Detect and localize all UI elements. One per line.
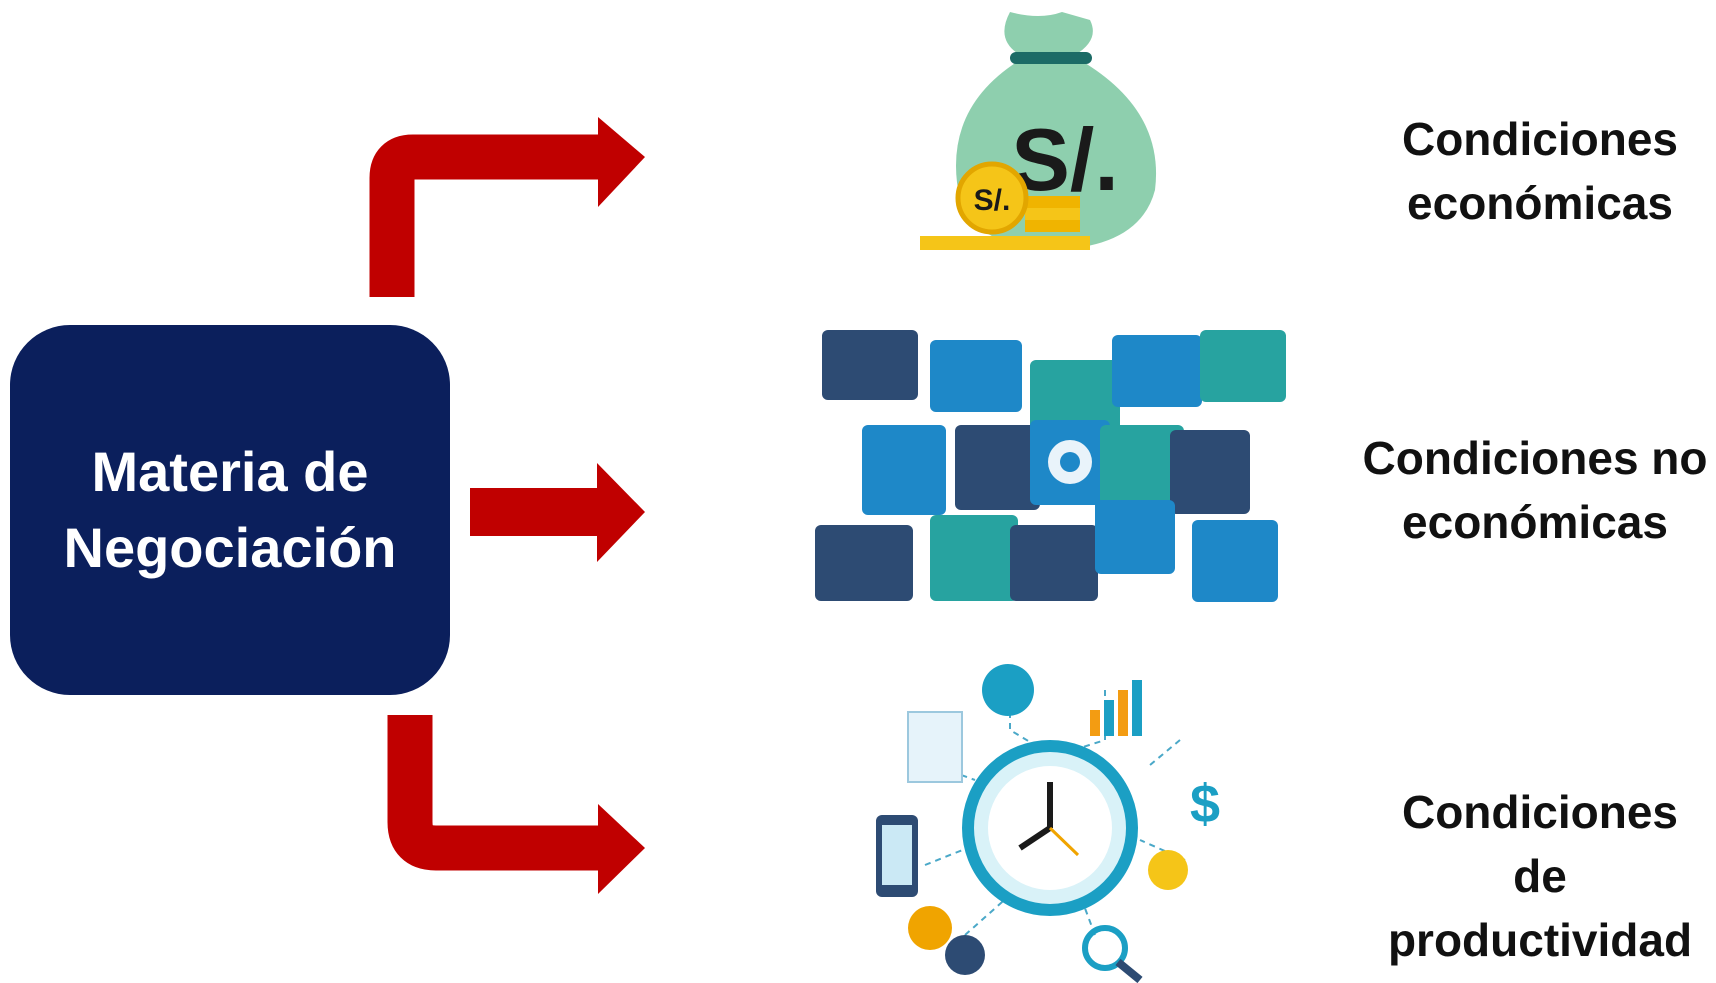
svg-text:$: $ [1190,774,1220,834]
label-productivity: Condiciones de productividad [1387,786,1693,966]
puzzle-icons-icon [815,330,1286,602]
money-bag-icon: S/. S/. [920,12,1157,250]
productivity-clock-icon: $ [876,664,1220,983]
main-node-label: Materia de Negociación [63,440,397,579]
label-non-economic: Condiciones no económicas [1362,432,1708,548]
bag-symbol-text: S/. [1011,110,1119,209]
main-node-box: Materia de Negociación [10,325,450,695]
arrow-to-productivity [387,715,645,894]
coin-symbol-text: S/. [974,184,1011,217]
arrow-to-economic [369,117,645,297]
label-economic: Condiciones económicas [1401,113,1679,229]
arrow-to-non-economic [470,463,645,562]
